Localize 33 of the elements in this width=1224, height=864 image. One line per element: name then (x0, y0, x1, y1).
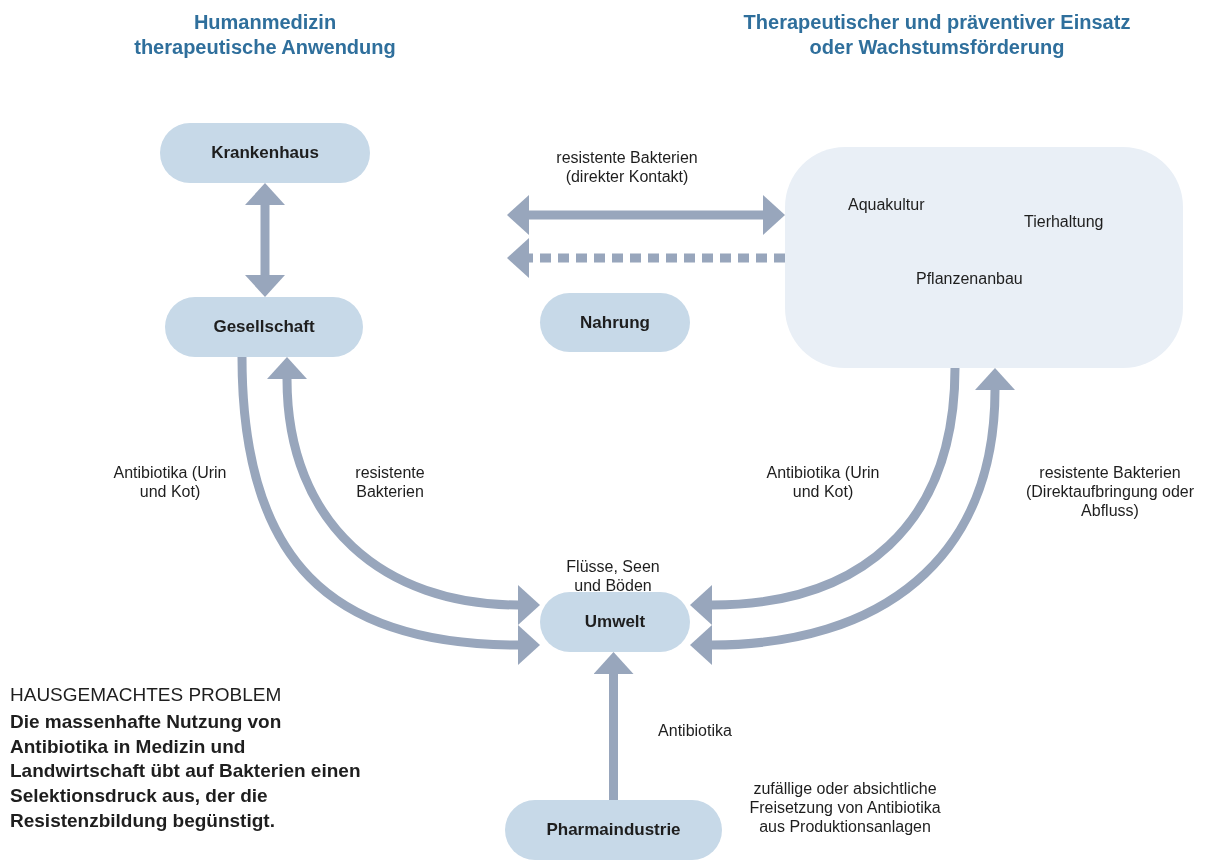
arrow (237, 356, 540, 665)
edge-label: Antibiotika (657, 721, 733, 741)
edge-label: Antibiotika (Urin und Kot) (112, 463, 228, 502)
double-arrow (507, 195, 785, 235)
node-label: Krankenhaus (211, 143, 319, 163)
edge-label: resistente Bakterien (Direktaufbringung oder Abfluss) (1024, 463, 1196, 521)
group-panel (785, 147, 1183, 368)
note-heading: HAUSGEMACHTES PROBLEM (10, 684, 283, 707)
note-text: Die massenhafte Nutzung von Antibiotika in Medizin und Landwirtschaft übt auf Bakterien einen Selektionsdruck aus, der die Resistenzbildung begünstigt. (10, 710, 362, 833)
node-label: Pflanzenanbau (916, 270, 1023, 288)
edge-label: Antibiotika (Urin und Kot) (765, 463, 881, 502)
node-caption: zufällige oder absichtliche Freisetzung von Antibiotika aus Produktionsanlagen (748, 779, 942, 837)
node-label: Aquakultur (848, 196, 925, 214)
rounded-box (540, 592, 690, 652)
column-heading: Therapeutischer und präventiver Einsatz oder Wachstumsförderung (742, 10, 1132, 60)
column-heading: Humanmedizin therapeutische Anwendung (133, 10, 397, 60)
node-caption: Flüsse, Seen und Böden (565, 557, 661, 596)
rounded-box (165, 297, 363, 357)
double-arrow (245, 183, 285, 297)
edge-label: resistente Bakterien (direkter Kontakt) (555, 148, 699, 187)
node-label: Nahrung (580, 312, 650, 333)
edge-label: resistente Bakterien (354, 463, 426, 502)
node-label: Tierhaltung (1024, 213, 1104, 231)
arrow (690, 367, 960, 625)
node-label: Umwelt (584, 612, 646, 632)
arrow (593, 652, 634, 800)
node-label: Gesellschaft (213, 317, 315, 337)
node-label: Pharmaindustrie (546, 820, 681, 840)
arrow (507, 238, 785, 278)
rounded-box (505, 800, 722, 860)
double-arrow (690, 368, 1015, 665)
double-arrow (267, 357, 540, 625)
rounded-box (160, 123, 370, 183)
